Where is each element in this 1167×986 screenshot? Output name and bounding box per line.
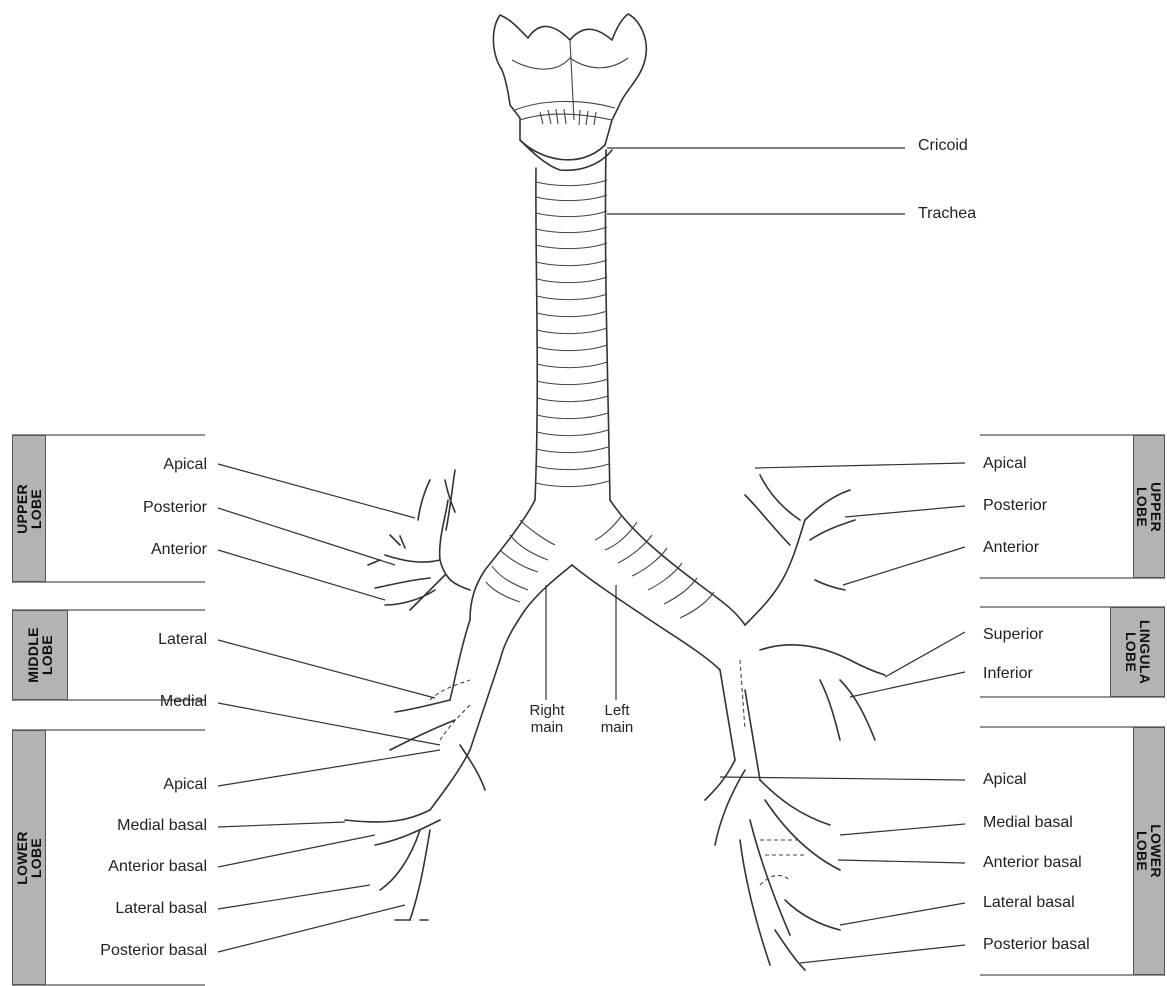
- right-lower-lateral-basal-label: Lateral basal: [115, 900, 207, 918]
- left-lingula-lobe-title: LINGULA LOBE: [1124, 620, 1152, 684]
- right-middle-lobe-tab: MIDDLE LOBE: [12, 610, 68, 700]
- trachea-drawing: [535, 150, 610, 500]
- right-middle-lobe-title: MIDDLE LOBE: [26, 627, 54, 682]
- right-upper-posterior-label: Posterior: [143, 499, 207, 517]
- left-lingula-lobe-tab: LINGULA LOBE: [1110, 607, 1165, 697]
- left-lower-medial-basal-label: Medial basal: [983, 814, 1073, 832]
- left-lingula-superior-label: Superior: [983, 626, 1043, 644]
- leader-lines: [218, 148, 965, 963]
- right-lower-medial-basal-label: Medial basal: [117, 817, 207, 835]
- main-bronchi-drawing: [470, 500, 745, 670]
- right-lower-posterior-basal-label: Posterior basal: [100, 942, 207, 960]
- right-lower-lobe-title: LOWER LOBE: [15, 831, 43, 885]
- left-lingula-inferior-label: Inferior: [983, 665, 1033, 683]
- right-middle-lateral-label: Lateral: [158, 631, 207, 649]
- right-lower-anterior-basal-label: Anterior basal: [108, 858, 207, 876]
- trachea-label: Trachea: [918, 205, 976, 223]
- left-upper-lobe-title: UPPER LOBE: [1135, 482, 1163, 532]
- right-lower-lobe-tab: LOWER LOBE: [12, 730, 46, 985]
- left-lower-apical-label: Apical: [983, 771, 1027, 789]
- left-upper-anterior-label: Anterior: [983, 539, 1039, 557]
- right-lower-apical-label: Apical: [163, 776, 207, 794]
- cricoid-label: Cricoid: [918, 137, 968, 155]
- larynx-drawing: [493, 14, 646, 170]
- right-upper-lobe-title: UPPER LOBE: [15, 484, 43, 534]
- right-upper-lobe-tab: UPPER LOBE: [12, 435, 46, 582]
- left-lower-anterior-basal-label: Anterior basal: [983, 854, 1082, 872]
- right-upper-apical-label: Apical: [163, 456, 207, 474]
- right-main-bronchus-label: Right main: [522, 702, 572, 736]
- left-main-bronchus-label: Left main: [592, 702, 642, 736]
- right-upper-anterior-label: Anterior: [151, 541, 207, 559]
- left-lower-posterior-basal-label: Posterior basal: [983, 936, 1090, 954]
- left-lower-lobe-title: LOWER LOBE: [1135, 824, 1163, 878]
- left-lower-lateral-basal-label: Lateral basal: [983, 894, 1075, 912]
- left-lower-lobe-tab: LOWER LOBE: [1133, 727, 1165, 975]
- right-middle-medial-label: Medial: [160, 693, 207, 711]
- left-upper-posterior-label: Posterior: [983, 497, 1047, 515]
- left-upper-lobe-tab: UPPER LOBE: [1133, 435, 1165, 578]
- left-upper-apical-label: Apical: [983, 455, 1027, 473]
- left-lung-branches: [705, 475, 885, 970]
